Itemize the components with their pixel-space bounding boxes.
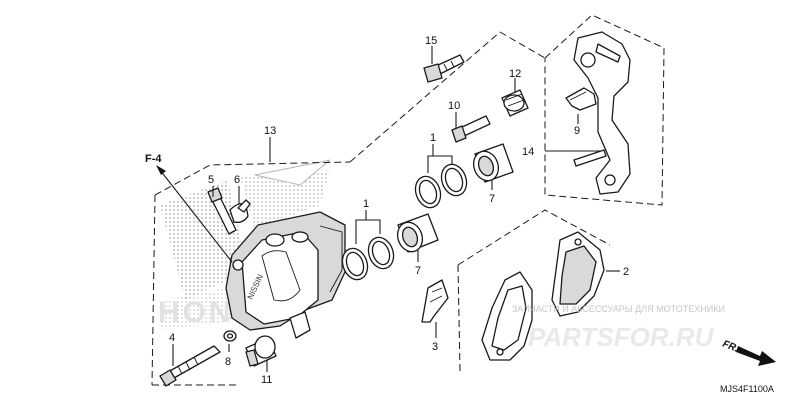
callout-3: 3 <box>432 341 438 353</box>
site-watermark: ЗАПЧАСТИ И АКСЕССУАРЫ ДЛЯ МОТОТЕХНИКИ PA… <box>512 304 725 352</box>
callout-7-upper: 7 <box>489 193 495 205</box>
assembly-outline-2 <box>457 209 611 373</box>
caliper-bracket <box>573 31 631 195</box>
callout-7-lower: 7 <box>415 265 421 277</box>
mounting-bolt <box>423 54 465 83</box>
caliper-pin-sleeve <box>245 335 277 367</box>
callout-10: 10 <box>448 100 460 112</box>
piston-upper <box>472 143 514 183</box>
callout-8: 8 <box>225 356 231 368</box>
callout-12: 12 <box>509 68 521 80</box>
watermark-tagline: ЗАПЧАСТИ И АКСЕССУАРЫ ДЛЯ МОТОТЕХНИКИ <box>512 304 725 314</box>
pin-bolt <box>159 345 221 387</box>
pad-retainer <box>421 279 449 323</box>
caliper-body: NISSIN <box>225 211 346 339</box>
callout-15: 15 <box>425 35 437 47</box>
callout-5: 5 <box>208 174 214 186</box>
front-direction-arrow: FR. <box>721 339 776 366</box>
pad-spring <box>565 87 597 111</box>
washer <box>223 330 237 342</box>
callout-2: 2 <box>623 266 629 278</box>
piston-seal-set-upper <box>414 163 468 209</box>
callout-4: 4 <box>169 332 175 344</box>
bleeder-cap <box>229 199 251 224</box>
bleeder-valve <box>207 187 237 235</box>
piston-lower <box>396 213 439 253</box>
bracket-pin <box>451 115 491 143</box>
callout-11: 11 <box>261 374 272 386</box>
callout-14: 14 <box>522 146 534 158</box>
callout-labels: 13 15 12 10 1 7 1 7 9 14 2 3 5 6 4 8 11 … <box>145 35 629 386</box>
watermark-logo: PARTSFOR.RU <box>528 322 715 352</box>
assembly-outline-14 <box>499 14 665 206</box>
reference-label: F-4 <box>145 153 162 165</box>
brake-pad-front <box>481 271 533 361</box>
diagram-code: MJS4F1100A <box>720 384 774 394</box>
callout-1-lower: 1 <box>363 198 369 210</box>
brake-pad-rear <box>551 231 605 317</box>
callout-9: 9 <box>574 125 580 137</box>
callout-1-upper: 1 <box>430 132 436 144</box>
leader-lines <box>156 46 620 372</box>
callout-13: 13 <box>264 125 276 137</box>
callout-6: 6 <box>234 174 240 186</box>
piston-seal-set-lower <box>341 236 395 281</box>
rubber-boot <box>501 89 529 117</box>
